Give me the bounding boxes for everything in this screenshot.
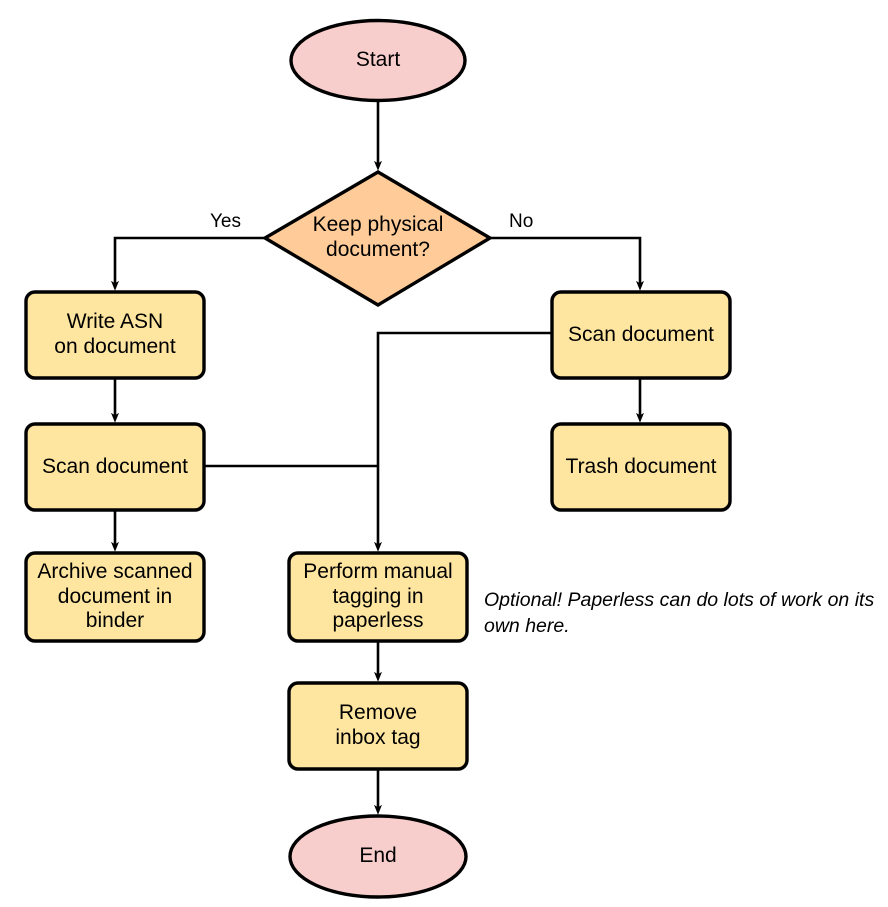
- node-tagging-shape: [287, 551, 469, 643]
- node-write-asn-shape: [24, 290, 206, 380]
- node-scan-left-shape: [24, 422, 206, 512]
- edge-no-to-scan-right: [490, 236, 644, 291]
- node-decision-shape: [261, 170, 494, 307]
- node-trash-shape: [550, 422, 732, 512]
- node-start-shape: [289, 18, 467, 103]
- node-remove-inbox-shape: [287, 681, 469, 771]
- edge-yes-to-write-asn: [111, 236, 265, 291]
- edge-scan-right-to-tagging: [374, 331, 552, 552]
- node-end-shape: [288, 814, 468, 899]
- node-archive-shape: [24, 551, 206, 643]
- node-scan-right-shape: [550, 290, 732, 380]
